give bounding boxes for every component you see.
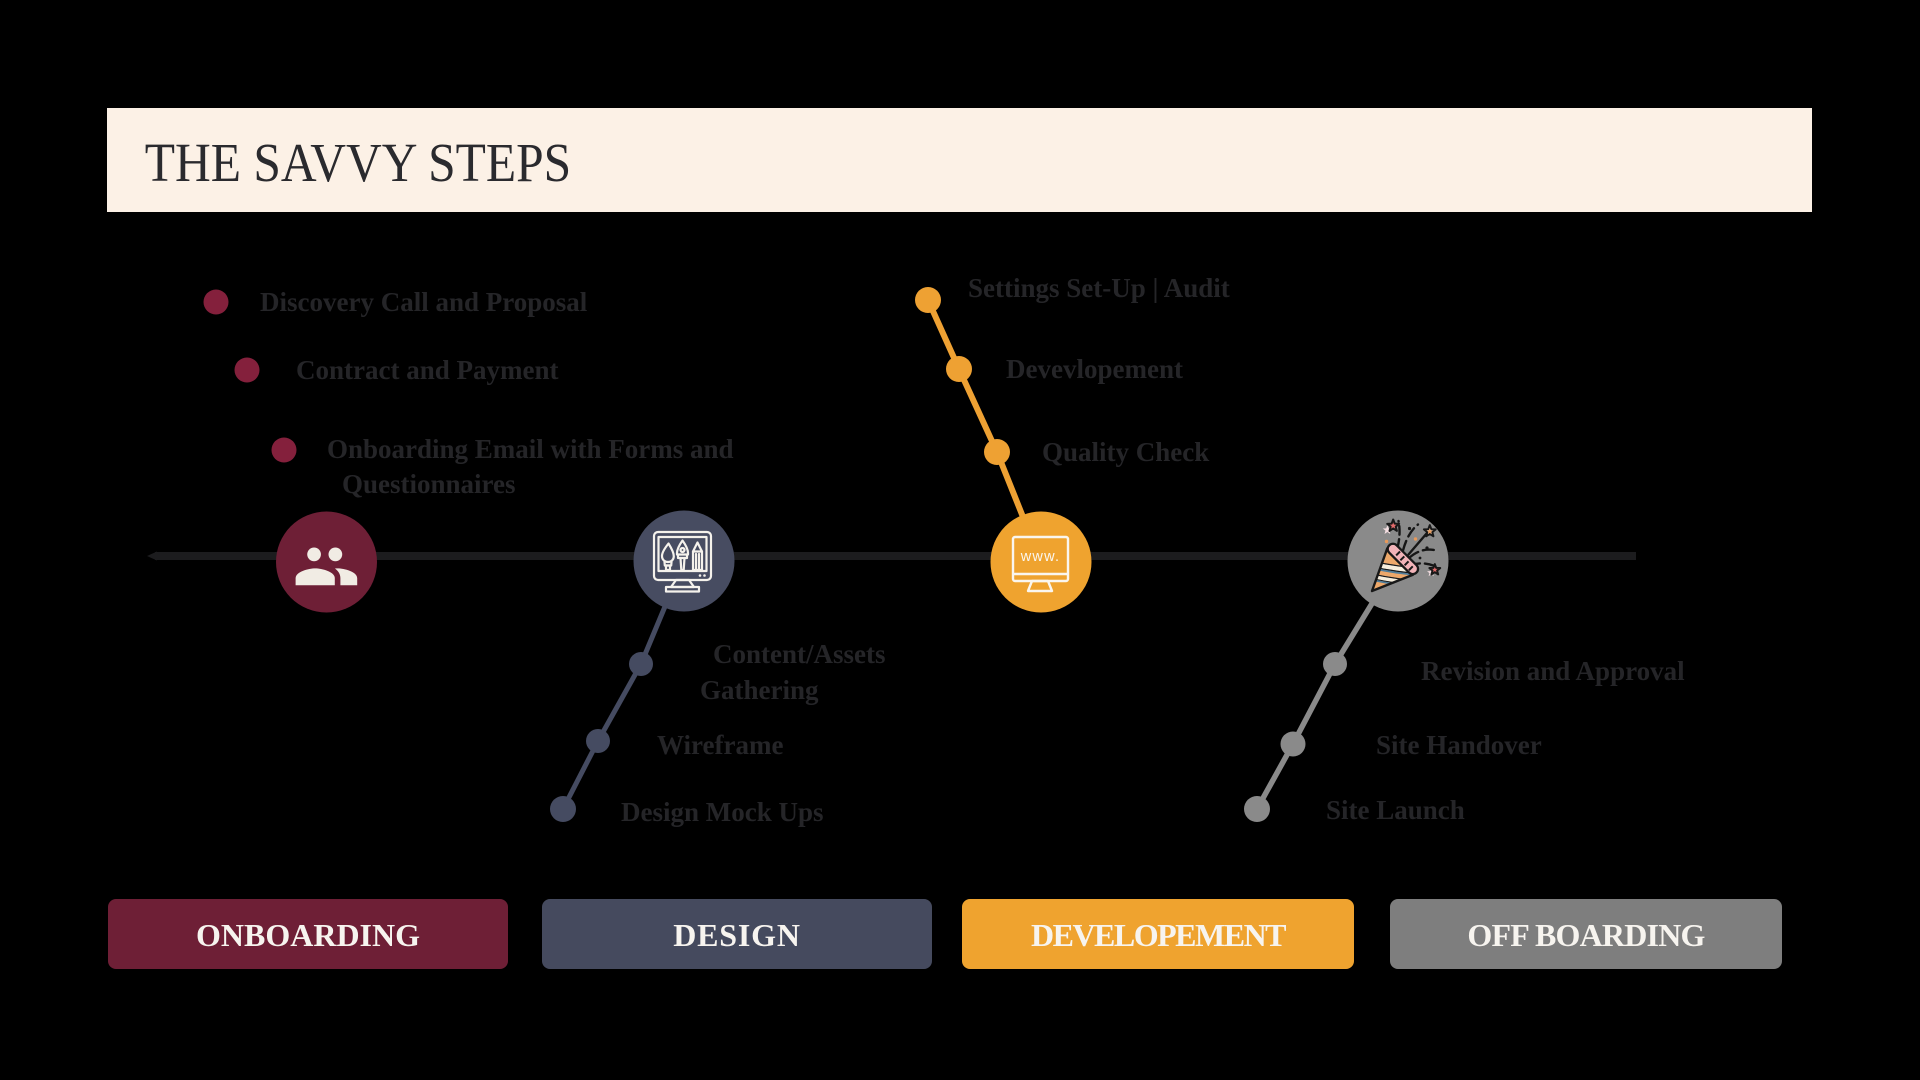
- svg-text:www.: www.: [1020, 549, 1060, 565]
